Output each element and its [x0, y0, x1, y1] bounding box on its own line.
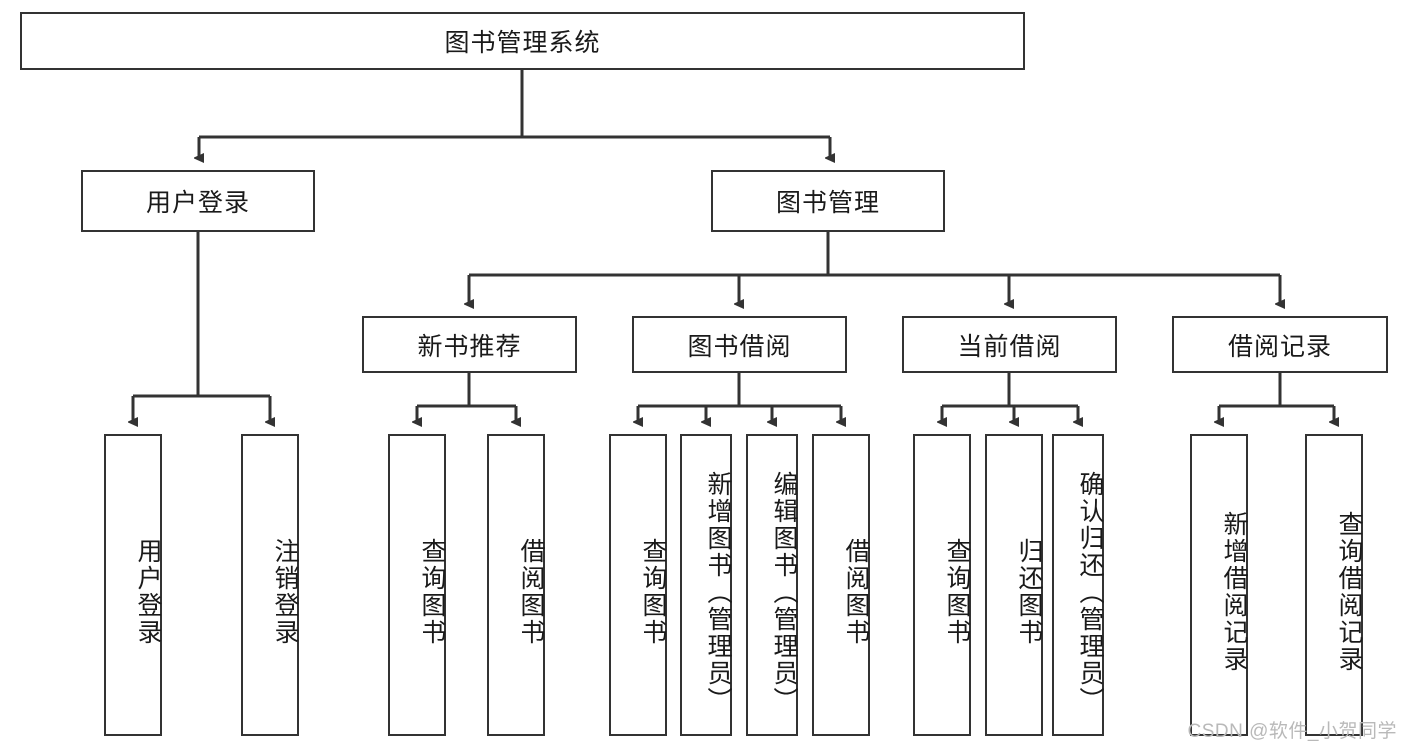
node-leaf-return-book-label: 归还图书: [1015, 538, 1043, 646]
node-leaf-add-book-admin[interactable]: 新增图书（管理员）: [680, 434, 732, 736]
node-leaf-add-borrow-record[interactable]: 新增借阅记录: [1190, 434, 1248, 736]
node-leaf-query-borrow-record[interactable]: 查询借阅记录: [1305, 434, 1363, 736]
node-leaf-borrow-book-1-label: 借阅图书: [517, 538, 545, 646]
node-new-book-recommend[interactable]: 新书推荐: [362, 316, 577, 373]
node-leaf-confirm-return-admin-label: 确认归还（管理员）: [1076, 470, 1104, 714]
node-leaf-query-book-2[interactable]: 查询图书: [609, 434, 667, 736]
node-leaf-borrow-book-2[interactable]: 借阅图书: [812, 434, 870, 736]
node-leaf-return-book[interactable]: 归还图书: [985, 434, 1043, 736]
node-user-login-label: 用户登录: [145, 189, 250, 217]
node-borrow-record-label: 借阅记录: [1227, 332, 1332, 361]
node-leaf-borrow-book-1[interactable]: 借阅图书: [487, 434, 545, 736]
node-leaf-edit-book-admin-label: 编辑图书（管理员）: [770, 470, 798, 714]
node-leaf-query-book-3[interactable]: 查询图书: [913, 434, 971, 736]
node-leaf-logout-login[interactable]: 注销登录: [241, 434, 299, 736]
node-leaf-query-book-3-label: 查询图书: [943, 538, 971, 646]
node-leaf-user-login-label: 用户登录: [134, 538, 162, 646]
node-leaf-add-borrow-record-label: 新增借阅记录: [1220, 511, 1248, 673]
node-borrow-record[interactable]: 借阅记录: [1172, 316, 1388, 373]
node-leaf-confirm-return-admin[interactable]: 确认归还（管理员）: [1052, 434, 1104, 736]
node-leaf-query-book-1[interactable]: 查询图书: [388, 434, 446, 736]
node-book-manage-label: 图书管理: [775, 189, 880, 217]
node-leaf-query-book-2-label: 查询图书: [639, 538, 667, 646]
node-user-login[interactable]: 用户登录: [81, 170, 315, 232]
node-leaf-user-login[interactable]: 用户登录: [104, 434, 162, 736]
node-book-borrow-label: 图书借阅: [687, 332, 792, 361]
node-root-label: 图书管理系统: [444, 29, 601, 57]
node-current-borrow-label: 当前借阅: [957, 332, 1062, 361]
node-current-borrow[interactable]: 当前借阅: [902, 316, 1117, 373]
node-book-manage[interactable]: 图书管理: [711, 170, 945, 232]
node-book-borrow[interactable]: 图书借阅: [632, 316, 847, 373]
node-leaf-logout-login-label: 注销登录: [271, 538, 299, 646]
node-leaf-borrow-book-2-label: 借阅图书: [842, 538, 870, 646]
node-leaf-edit-book-admin[interactable]: 编辑图书（管理员）: [746, 434, 798, 736]
csdn-watermark: CSDN @软件_小贺同学: [1187, 721, 1397, 742]
node-leaf-add-book-admin-label: 新增图书（管理员）: [704, 470, 732, 714]
node-leaf-query-borrow-record-label: 查询借阅记录: [1335, 511, 1363, 673]
node-leaf-query-book-1-label: 查询图书: [418, 538, 446, 646]
node-new-book-recommend-label: 新书推荐: [417, 332, 522, 361]
node-root[interactable]: 图书管理系统: [20, 12, 1025, 70]
